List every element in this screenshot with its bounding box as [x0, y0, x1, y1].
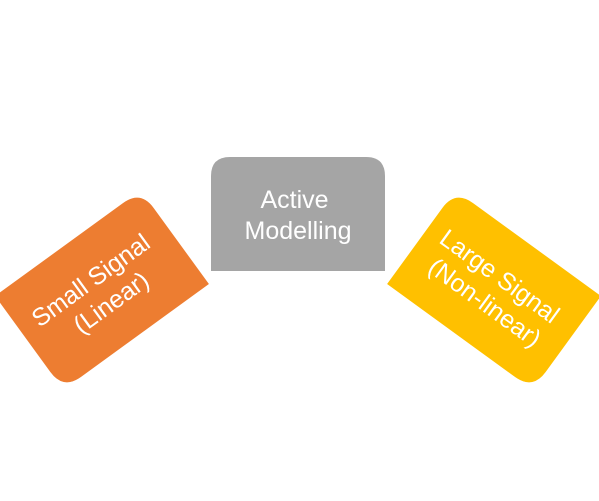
active-modelling-label-line-1: Active — [260, 186, 328, 214]
small-signal-node: Small Signal (Linear) — [0, 197, 209, 383]
small-signal-shape — [0, 197, 209, 383]
active-modelling-node: Active Modelling — [211, 157, 385, 271]
active-modelling-label-line-2: Modelling — [244, 217, 351, 245]
large-signal-node: Large Signal (Non-linear) — [387, 197, 599, 383]
active-modelling-shape — [211, 157, 385, 271]
active-modelling-label: Active Modelling — [244, 186, 351, 245]
large-signal-shape — [387, 197, 599, 383]
